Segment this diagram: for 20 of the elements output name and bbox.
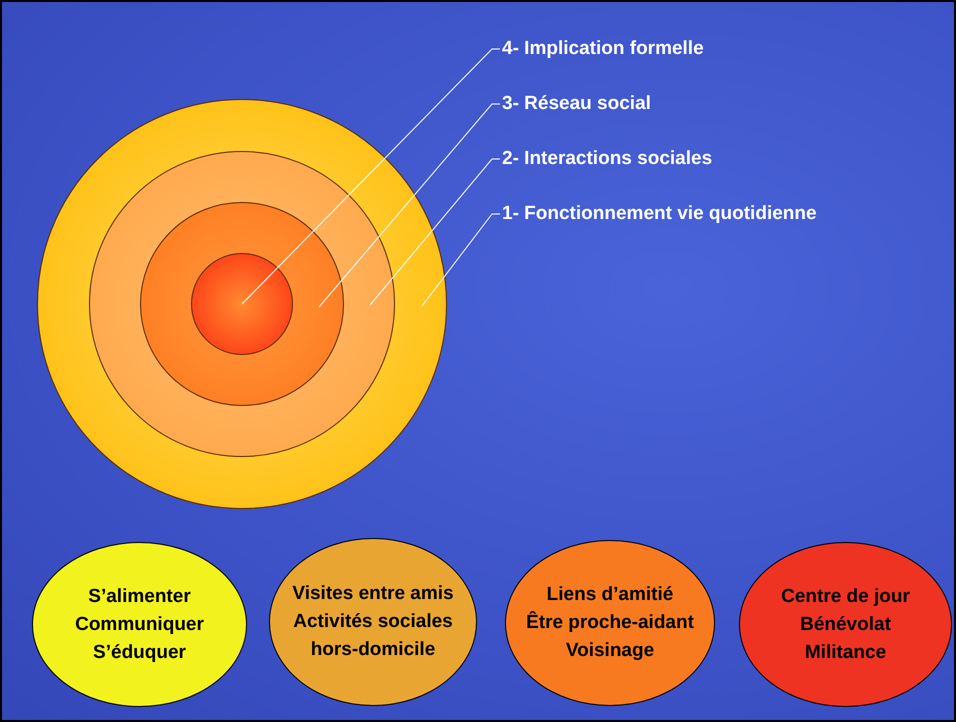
- activity-text: Visites entre amis: [292, 582, 454, 606]
- activity-text: Centre de jour: [781, 584, 910, 608]
- level-label: 3- Réseau social: [502, 93, 651, 115]
- activity-text: Être proche-aidant: [526, 610, 694, 635]
- level-label: 2- Interactions sociales: [502, 148, 712, 170]
- activity-text: Voisinage: [566, 639, 654, 663]
- activity-text: Militance: [804, 640, 886, 664]
- activity-text: S’éduquer: [93, 640, 186, 664]
- level-label: 1- Fonctionnement vie quotidienne: [502, 203, 817, 225]
- leader-line: [242, 48, 500, 304]
- activity-text: hors-domicile: [310, 638, 436, 662]
- leader-line: [370, 158, 500, 306]
- leader-line: [318, 104, 500, 308]
- activity-text: S’alimenter: [88, 584, 191, 608]
- activity-text: Activités sociales: [293, 610, 453, 634]
- leader-line: [422, 214, 500, 306]
- activity-text: Bénévolat: [800, 612, 891, 636]
- activity-text: Liens d’amitié: [546, 583, 674, 607]
- activity-text: Communiquer: [75, 612, 204, 636]
- level-label: 4- Implication formelle: [502, 38, 704, 60]
